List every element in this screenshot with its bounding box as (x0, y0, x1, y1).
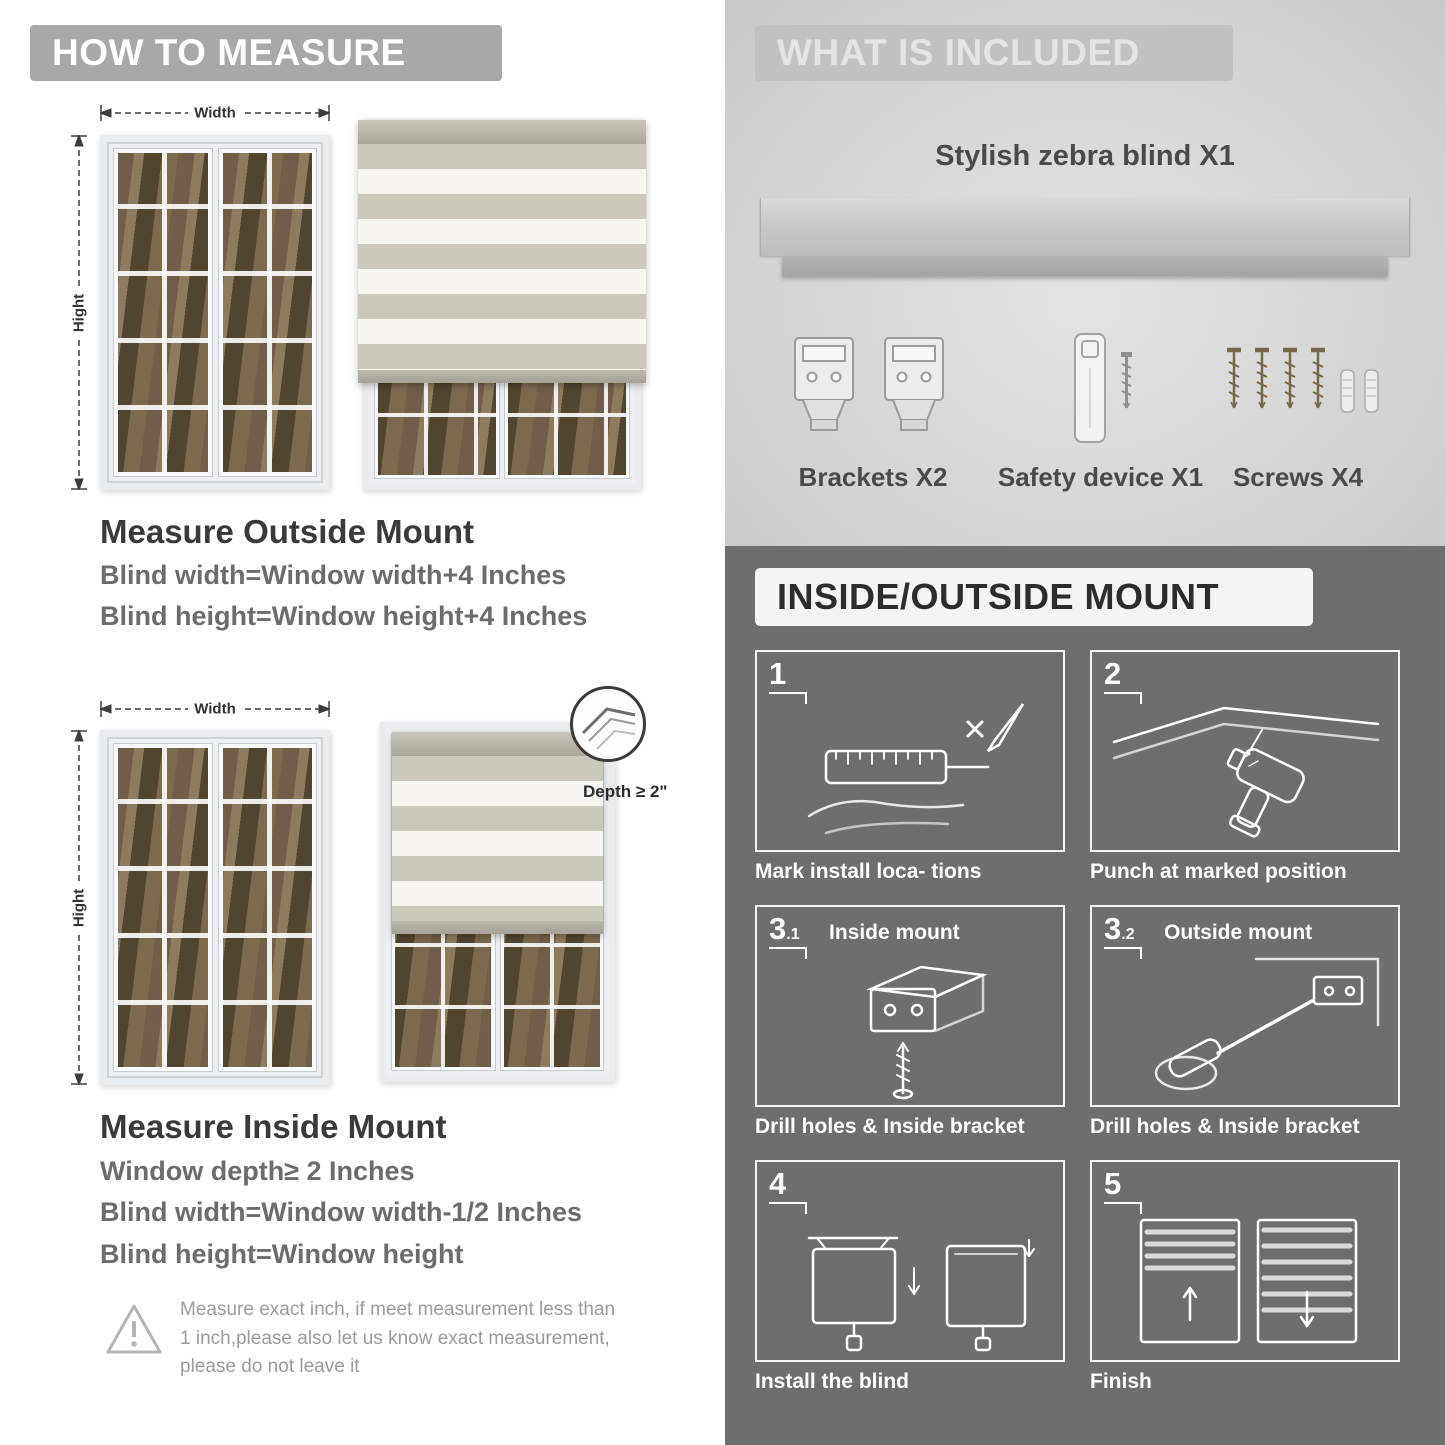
zebra-blind-illustration (358, 120, 646, 383)
step-number-main: 5 (1104, 1166, 1122, 1201)
step-number: 3.2 (1104, 911, 1135, 947)
step-number-main: 1 (769, 656, 787, 691)
inside-formula-depth: Window depth≥ 2 Inches (100, 1156, 415, 1186)
inside-formula-width: Blind width=Window width-1/2 Inches (100, 1197, 583, 1227)
safety-device-label: Safety device X1 (997, 462, 1204, 492)
blind-stripes (358, 144, 646, 370)
step-number-main: 3 (1104, 911, 1122, 946)
step-caption: Install the blind (755, 1370, 910, 1393)
height-label: Hight (70, 882, 88, 933)
step-number: 5 (1104, 1166, 1121, 1202)
drill-illustration (1112, 706, 1380, 838)
brackets-label: Brackets X2 (798, 462, 948, 492)
window-sash (113, 148, 213, 477)
step-number-underline (1104, 692, 1142, 704)
what-is-included-header: WHAT IS INCLUDED (755, 25, 1233, 81)
safety-device-icon (1074, 333, 1132, 443)
outside-bracket-illustration (1154, 957, 1380, 1091)
window-sash (217, 743, 317, 1072)
install-blind-illustration (807, 1236, 1035, 1352)
blind-cassette (358, 120, 646, 144)
how-to-measure-title: HOW TO MEASURE (52, 32, 406, 73)
window-illustration-inside (100, 730, 330, 1085)
inside-bracket-illustration (866, 965, 988, 1100)
width-dimension-inside: Width (98, 700, 332, 718)
step-caption: Drill holes & Inside bracket (1090, 1115, 1360, 1138)
brackets-icon (794, 337, 944, 431)
step-number-sub: .2 (1121, 926, 1135, 943)
zebra-blind-figure-outside (358, 120, 646, 490)
step-title: Outside mount (1164, 921, 1313, 944)
mount-instructions-header: INSIDE/OUTSIDE MOUNT (755, 568, 1313, 626)
width-label: Width (188, 104, 242, 122)
measurement-warning-text: Measure exact inch, if meet measurement … (180, 1299, 616, 1377)
outside-formula-width: Blind width=Window width+4 Inches (100, 560, 567, 590)
step-number: 3.1 (769, 911, 800, 947)
window-corner-detail-icon (581, 707, 636, 750)
headrail-bar (760, 198, 1410, 256)
step-number-main: 3 (769, 911, 787, 946)
inside-mount-title: Measure Inside Mount (100, 1108, 447, 1145)
width-label: Width (188, 700, 242, 718)
zebra-blind-figure-inside: Depth ≥ 2" (380, 686, 667, 1082)
product-label: Stylish zebra blind X1 (935, 140, 1235, 172)
screws-label: Screws X4 (1232, 462, 1364, 492)
height-dimension-outside: Hight (70, 133, 88, 492)
step-caption: Drill holes & Inside bracket (755, 1115, 1025, 1138)
step-panel-5: 5 (1090, 1160, 1400, 1362)
step-panel-4: 4 (755, 1160, 1065, 1362)
step-number-underline (1104, 1202, 1142, 1214)
height-label: Hight (70, 287, 88, 338)
step-panel-3-2: 3.2 Outside mount (1090, 905, 1400, 1107)
how-to-measure-header: HOW TO MEASURE (30, 25, 502, 81)
blind-bottom-rail (392, 920, 603, 934)
step-title: Inside mount (829, 921, 960, 944)
blind-stripes (392, 756, 603, 921)
step-number-underline (769, 692, 807, 704)
depth-callout-circle (570, 686, 646, 762)
height-dimension-inside: Hight (70, 728, 88, 1087)
step-number: 1 (769, 656, 786, 692)
what-is-included-title: WHAT IS INCLUDED (777, 32, 1140, 73)
mount-instructions-section: INSIDE/OUTSIDE MOUNT 1 Mark in (725, 546, 1445, 1445)
step-number-main: 2 (1104, 656, 1122, 691)
step-number-underline (769, 947, 807, 959)
what-is-included-section: WHAT IS INCLUDED Stylish zebra blind X1 (725, 0, 1445, 546)
step-caption: Finish (1090, 1370, 1152, 1393)
step-panel-3-1: 3.1 Inside mount (755, 905, 1065, 1107)
width-dimension-outside: Width (98, 104, 332, 122)
step-panel-1: 1 (755, 650, 1065, 852)
step-number-underline (769, 1202, 807, 1214)
mount-instructions-title: INSIDE/OUTSIDE MOUNT (777, 576, 1220, 617)
step-number-sub: .1 (786, 926, 800, 943)
zebra-blind-illustration (392, 732, 603, 934)
warning-triangle-icon (106, 1304, 162, 1354)
inside-formula-height: Blind height=Window height (100, 1239, 464, 1269)
window-sash (113, 743, 213, 1072)
step-number: 4 (769, 1166, 786, 1202)
blind-bottom-rail (358, 369, 646, 383)
step-caption: Punch at marked position (1090, 860, 1347, 883)
headrail-valance (782, 256, 1388, 276)
step-number: 2 (1104, 656, 1121, 692)
depth-requirement-label: Depth ≥ 2" (583, 782, 668, 801)
outside-mount-title: Measure Outside Mount (100, 513, 475, 550)
step-caption: Mark install loca- tions (755, 860, 982, 883)
blind-cassette (392, 732, 603, 756)
screws-icon (1215, 336, 1379, 413)
finished-blinds-illustration (1139, 1218, 1358, 1344)
step-panel-2: 2 (1090, 650, 1400, 852)
window-sash (217, 148, 317, 477)
measuring-tape-illustration (807, 703, 1025, 835)
zebra-blind-headrail-illustration (760, 198, 1410, 276)
outside-formula-height: Blind height=Window height+4 Inches (100, 601, 588, 631)
step-number-main: 4 (769, 1166, 787, 1201)
step-number-underline (1104, 947, 1142, 959)
window-illustration-outside (100, 135, 330, 490)
